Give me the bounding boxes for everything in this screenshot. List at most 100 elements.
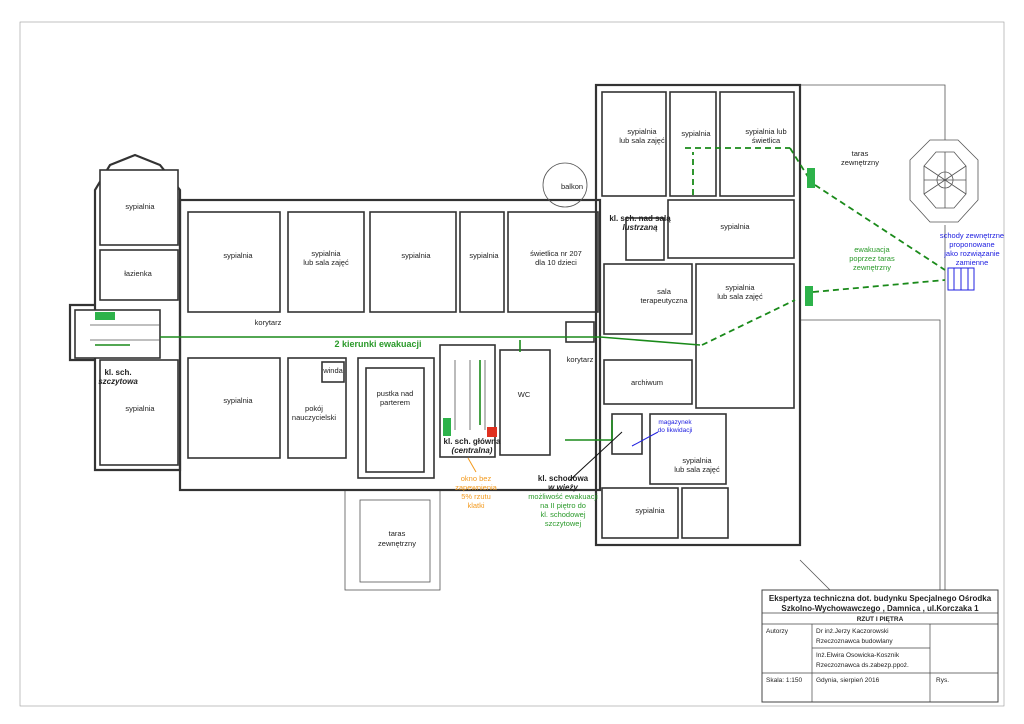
label-room: nauczycielski — [292, 413, 337, 422]
title-line-1: Ekspertyza techniczna dot. budynku Specj… — [769, 594, 992, 603]
label-room: balkon — [561, 182, 583, 191]
room-r5 — [507, 211, 599, 313]
label-room: sypialnia — [627, 127, 657, 136]
label-room: sypialnia — [469, 251, 499, 260]
label-room: winda — [322, 366, 343, 375]
label-tower-stair: w wieży — [548, 483, 578, 492]
label-room: sala — [657, 287, 672, 296]
label-stair-mirror: kl. sch. nad salą — [609, 214, 671, 223]
label-room: sypialnia — [635, 506, 665, 515]
label-terrace: zewnętrzny — [378, 539, 416, 548]
middle-block — [178, 198, 602, 492]
ext-stairs-note: zamienne — [956, 258, 989, 267]
label-room: sypialnia — [681, 129, 711, 138]
label-room: WC — [518, 390, 531, 399]
tower-note: kl. schodowej — [540, 510, 585, 519]
drawing-number-label: Rys. — [936, 677, 949, 684]
room-archive — [603, 359, 693, 405]
room-n3 — [719, 91, 795, 197]
room-left-bottom — [99, 359, 179, 466]
label-terrace: taras — [852, 149, 869, 158]
label-room: łazienka — [124, 269, 152, 278]
terrace-evac-note: poprzez taras — [849, 254, 895, 263]
exit-sign-icon — [805, 286, 813, 306]
drawing-subtitle: RZUT I PIĘTRA — [857, 616, 904, 623]
label-room: terapeutyczna — [640, 296, 688, 305]
stair-gable — [74, 309, 161, 359]
stair-main — [439, 344, 496, 458]
sheet-border — [19, 21, 1005, 707]
room-n1 — [601, 91, 667, 197]
label-room: lub sala zajęć — [619, 136, 665, 145]
label-corridor: korytarz — [567, 355, 594, 364]
label-stair-mirror: lustrzaną — [622, 223, 658, 232]
label-room: sypialnia lub — [745, 127, 786, 136]
exit-sign-icon — [95, 312, 115, 320]
fire-sign-icon — [487, 427, 497, 437]
tower-note: na II piętro do — [540, 501, 586, 510]
label-terrace: taras — [389, 529, 406, 538]
room-e2 — [695, 263, 795, 409]
room-s1 — [649, 413, 727, 485]
label-stair-main: (centralna) — [452, 446, 493, 455]
label-room: pokój — [305, 404, 323, 413]
terrace-evac-note: ewakuacja — [854, 245, 890, 254]
label-room: świetlica nr 207 — [530, 249, 582, 258]
label-corridor: korytarz — [255, 318, 282, 327]
evac-routes — [95, 147, 946, 481]
evac-two-directions: 2 kierunki ewakuacji — [334, 339, 421, 349]
balcony — [542, 162, 588, 208]
room-e1 — [667, 199, 795, 259]
small-stair — [565, 321, 595, 343]
label-stair-gable: kl. sch. — [104, 368, 131, 377]
authors-label: Autorzy — [766, 628, 789, 635]
room-r2 — [287, 211, 365, 313]
author2-role: Rzeczoznawca ds.zabezp.ppoż. — [816, 662, 909, 669]
room-r3 — [369, 211, 457, 313]
window-note: 5% rzutu — [461, 492, 491, 501]
room-b1 — [187, 357, 281, 459]
label-room: sypialnia — [223, 396, 253, 405]
label-room: pustka nad — [377, 389, 414, 398]
label-room: sypialnia — [125, 202, 155, 211]
exit-sign-icon — [807, 168, 815, 188]
label-stair-gable: szczytowa — [98, 377, 138, 386]
window-note: zapewnienia — [455, 483, 498, 492]
place-date: Gdynia, sierpień 2016 — [816, 677, 880, 684]
external-stairs — [947, 267, 975, 291]
author1-role: Rzeczoznawca budowlany — [816, 638, 893, 645]
exit-sign-icon — [443, 418, 451, 436]
label-room: dla 10 dzieci — [535, 258, 577, 267]
window-note: klatki — [467, 501, 484, 510]
terrace-evac-note: zewnętrzny — [853, 263, 891, 272]
label-room: świetlica — [752, 136, 781, 145]
label-terrace: zewnętrzny — [841, 158, 879, 167]
room-s2 — [601, 487, 679, 539]
label-room: sypialnia — [401, 251, 431, 260]
lift-store-note: magazynek — [658, 419, 692, 426]
label-room: sypialnia — [311, 249, 341, 258]
ext-stairs-note: proponowane — [949, 240, 994, 249]
room-left-top — [99, 169, 179, 246]
stair-mirror — [625, 217, 665, 261]
label-room: sypialnia — [682, 456, 712, 465]
lift — [321, 361, 345, 383]
label-room: sypialnia — [720, 222, 750, 231]
tower-note: możliwość ewakuacji — [528, 492, 598, 501]
right-block — [594, 83, 802, 547]
bathroom — [99, 249, 179, 301]
room-therapy — [603, 263, 693, 335]
tower-stair — [611, 413, 643, 455]
window-note: okno bez — [461, 474, 492, 483]
lift-store-note: do likwidacji — [658, 427, 693, 434]
scale: Skala: 1:150 — [766, 677, 803, 684]
tower-note: szczytowej — [545, 519, 582, 528]
title-block: Ekspertyza techniczna dot. budynku Specj… — [761, 589, 999, 703]
author2-name: Inż.Elwira Osowicka-Kosznik — [816, 652, 900, 659]
ext-stairs-note: schody zewnętrzne — [940, 231, 1004, 240]
label-room: lub sala zajęć — [674, 465, 720, 474]
label-room: archiwum — [631, 378, 663, 387]
label-room: lub sala zajęć — [717, 292, 763, 301]
label-room: sypialnia — [725, 283, 755, 292]
